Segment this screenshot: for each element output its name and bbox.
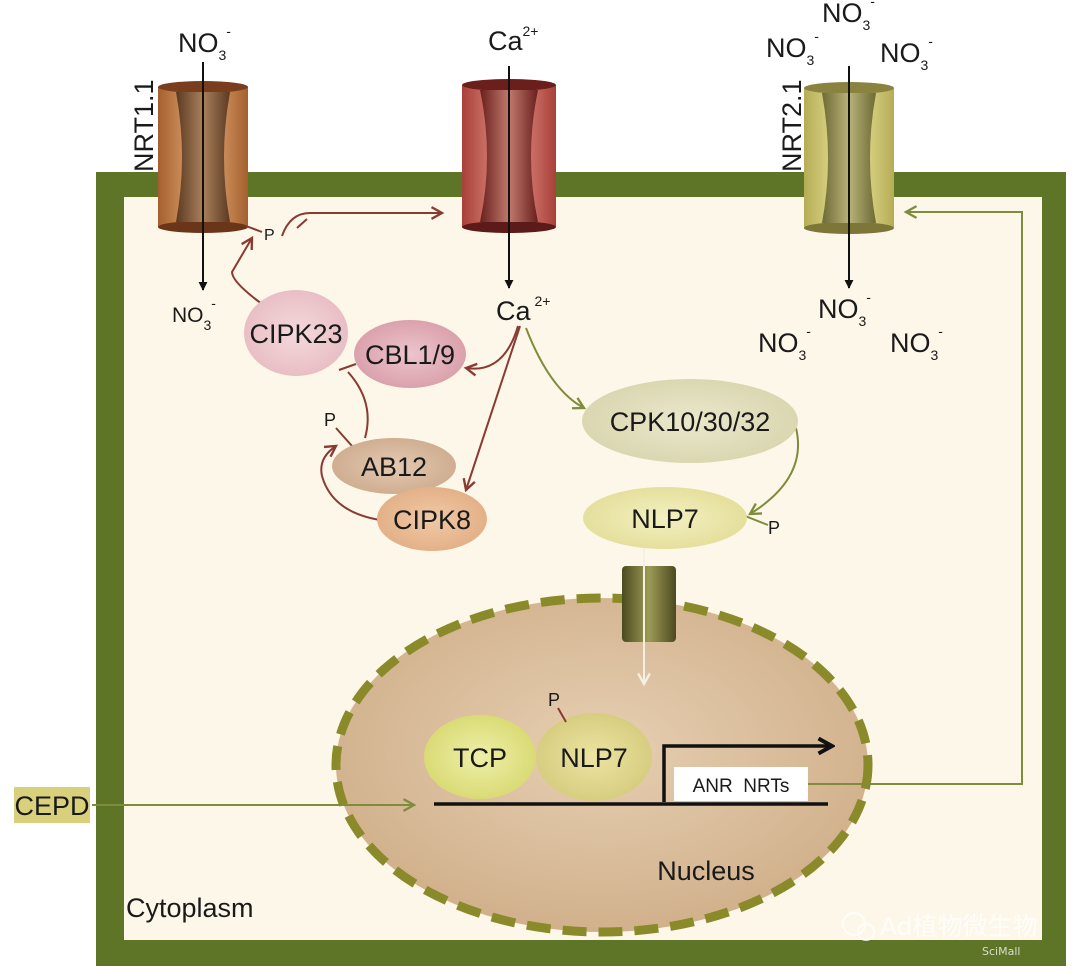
genes-to-nrt21-feedback-arrow — [808, 212, 1023, 785]
nucleus-label: Nucleus — [657, 856, 755, 886]
svg-text:Ca2+: Ca2+ — [488, 23, 538, 56]
svg-text:NLP7: NLP7 — [631, 504, 699, 534]
node-cbl19: CBL1/9 — [354, 320, 466, 388]
phospho-label-ab12: P — [324, 410, 336, 430]
transcription-start-arrow — [662, 746, 832, 802]
nitrate-ion-outside-2b: NO3- — [766, 28, 819, 68]
svg-text:NO3-: NO3- — [758, 323, 811, 363]
svg-text:NO3-: NO3- — [766, 28, 819, 68]
svg-text:SciMall: SciMall — [982, 945, 1020, 958]
nitrate-ion-outside-2c: NO3- — [880, 33, 933, 73]
nitrate-ion-inside-2a: NO3- — [818, 289, 871, 329]
svg-text:NO3-: NO3- — [890, 323, 943, 363]
node-ab12: AB12 — [332, 438, 456, 494]
cipk23-to-p-arrow — [230, 238, 263, 305]
phospho-label-nlp7-nuc: P — [548, 690, 560, 710]
node-nlp7-cytoplasm: NLP7 — [583, 487, 747, 549]
svg-text:ANR NRTs: ANR NRTs — [693, 776, 790, 797]
ca-to-cpk-arrow — [525, 327, 584, 408]
ca-to-cbl-arrow — [466, 325, 519, 369]
svg-text:CIPK8: CIPK8 — [393, 505, 471, 535]
phospho-label-nlp7-cyto: P — [768, 518, 780, 538]
inhibition-bar-p — [296, 218, 308, 229]
svg-text:TCP: TCP — [453, 743, 507, 773]
node-cpk: CPK10/30/32 — [582, 379, 798, 463]
svg-text:NO3-: NO3- — [172, 295, 216, 333]
nrt21-label: NRT2.1 — [777, 79, 807, 172]
nitrate-ion-inside-2c: NO3- — [890, 323, 943, 363]
svg-text:NO3-: NO3- — [822, 0, 875, 33]
svg-text:AB12: AB12 — [361, 452, 427, 482]
nuclear-pore — [622, 566, 676, 642]
cytoplasm-label: Cytoplasm — [126, 893, 254, 923]
svg-text:CPK10/30/32: CPK10/30/32 — [610, 407, 771, 437]
nrt11-to-cachannel-arrow — [281, 213, 442, 237]
wechat-icon-small — [857, 923, 875, 941]
svg-text:NO3-: NO3- — [818, 289, 871, 329]
nrt11-phospho-inhibit — [245, 225, 263, 233]
nitrate-ion-outside-2a: NO3- — [822, 0, 875, 33]
svg-text:NLP7: NLP7 — [560, 743, 628, 773]
node-tcp: TCP — [424, 715, 536, 799]
inhibition-bar-cipk23 — [338, 363, 357, 371]
node-nlp7-nucleus: NLP7 — [536, 713, 652, 801]
calcium-ion-outside: Ca2+ — [488, 23, 538, 56]
watermark: Ad植物微生物 SciMall — [842, 912, 1038, 958]
node-cipk8: CIPK8 — [377, 487, 487, 551]
target-genes-box: ANR NRTs — [674, 767, 808, 801]
nitrate-ion-inside-1: NO3- — [172, 295, 216, 333]
svg-text:Ca2+: Ca2+ — [496, 293, 550, 326]
nlp7-nucleus-phospho-tick — [557, 707, 567, 723]
ab12-phospho-tick — [335, 427, 353, 447]
nrt11-label: NRT1.1 — [129, 79, 159, 172]
phospho-label-nrt11: P — [264, 227, 275, 244]
nitrate-ion-inside-2b: NO3- — [758, 323, 811, 363]
nitrate-ion-outside-1: NO3- — [178, 23, 231, 63]
ab12-inhibits-cipk23 — [347, 371, 369, 439]
cepd-box: CEPD — [14, 787, 90, 823]
svg-text:CBL1/9: CBL1/9 — [365, 340, 455, 370]
ca-to-cipk8-arrow — [466, 325, 521, 490]
cipk8-to-ab12-arrow — [320, 446, 381, 521]
node-cipk23: CIPK23 — [244, 290, 348, 376]
svg-text:Ad植物微生物: Ad植物微生物 — [880, 912, 1038, 941]
svg-text:CEPD: CEPD — [14, 791, 89, 821]
cpk-to-nlp7-arrow — [750, 427, 800, 514]
svg-text:NO3-: NO3- — [178, 23, 231, 63]
svg-text:NO3-: NO3- — [880, 33, 933, 73]
svg-text:CIPK23: CIPK23 — [249, 319, 342, 349]
